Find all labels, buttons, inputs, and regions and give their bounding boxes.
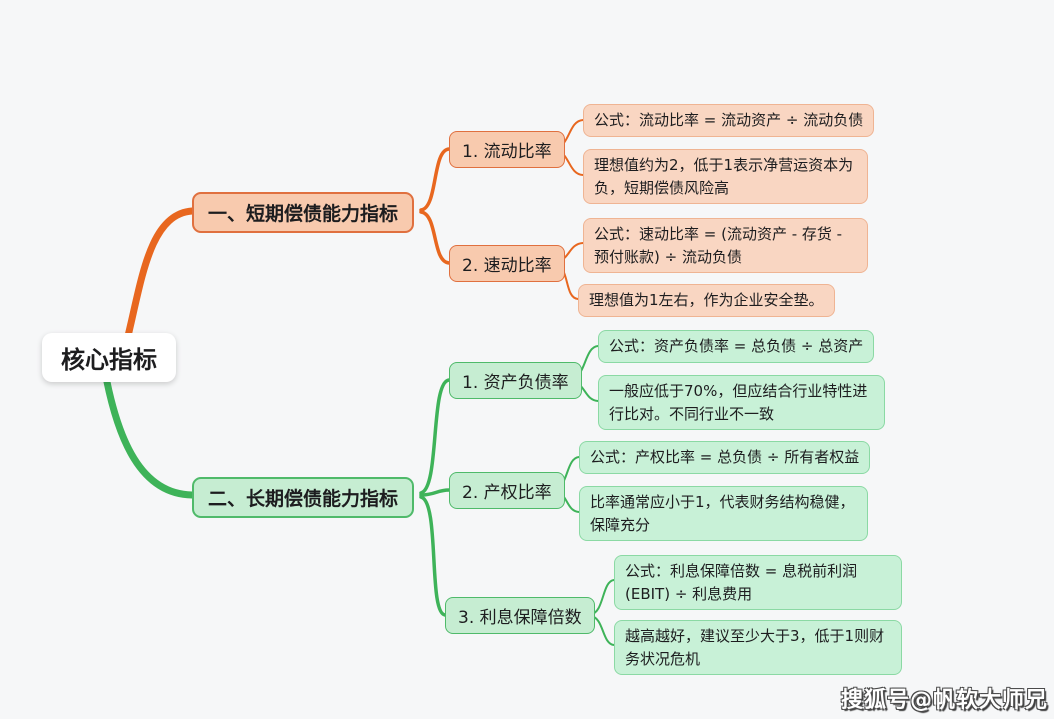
note-current-ratio-ideal[interactable]: 理想值约为2，低于1表示净营运资本为负，短期偿债风险高: [583, 149, 868, 204]
note-current-ratio-formula[interactable]: 公式：流动比率 = 流动资产 ÷ 流动负债: [583, 104, 875, 137]
note-quick-ratio-formula[interactable]: 公式：速动比率 = (流动资产 - 存货 - 预付账款) ÷ 流动负债: [583, 218, 868, 273]
edge-short-term-to-quick-ratio: [419, 210, 451, 265]
note-debt-ratio-guideline[interactable]: 一般应低于70%，但应结合行业特性进行比对。不同行业不一致: [598, 375, 885, 430]
note-equity-ratio-formula[interactable]: 公式：产权比率 = 总负债 ÷ 所有者权益: [579, 441, 871, 474]
note-quick-ratio-ideal[interactable]: 理想值为1左右，作为企业安全垫。: [578, 284, 835, 317]
branch-node-short-term-solvency[interactable]: 一、短期偿债能力指标: [192, 192, 415, 233]
note-interest-coverage-formula[interactable]: 公式：利息保障倍数 = 息税前利润(EBIT) ÷ 利息费用: [614, 555, 902, 610]
edge-root-to-long-term: [102, 373, 196, 499]
root-node-core-indicators[interactable]: 核心指标: [42, 333, 176, 382]
child-node-current-ratio[interactable]: 1. 流动比率: [449, 131, 565, 168]
note-interest-coverage-guideline[interactable]: 越高越好，建议至少大于3，低于1则财务状况危机: [614, 620, 902, 675]
child-node-debt-to-asset-ratio[interactable]: 1. 资产负债率: [449, 362, 582, 399]
child-node-interest-coverage[interactable]: 3. 利息保障倍数: [445, 597, 595, 634]
edge-root-to-short-term: [124, 207, 196, 340]
child-node-quick-ratio[interactable]: 2. 速动比率: [449, 245, 565, 282]
note-debt-ratio-formula[interactable]: 公式：资产负债率 = 总负债 ÷ 总资产: [598, 330, 875, 363]
child-node-equity-ratio[interactable]: 2. 产权比率: [449, 472, 565, 509]
branch-node-long-term-solvency[interactable]: 二、长期偿债能力指标: [192, 477, 415, 518]
sohu-watermark: 搜狐号@帆软大师兄: [840, 688, 1048, 713]
edge-long-term-to-debt-ratio: [419, 378, 451, 495]
note-equity-ratio-guideline[interactable]: 比率通常应小于1，代表财务结构稳健，保障充分: [579, 486, 868, 541]
edge-short-term-to-current-ratio: [419, 147, 451, 212]
edge-long-term-to-equity-ratio: [419, 488, 451, 497]
edge-long-term-to-interest-coverage: [419, 495, 447, 617]
